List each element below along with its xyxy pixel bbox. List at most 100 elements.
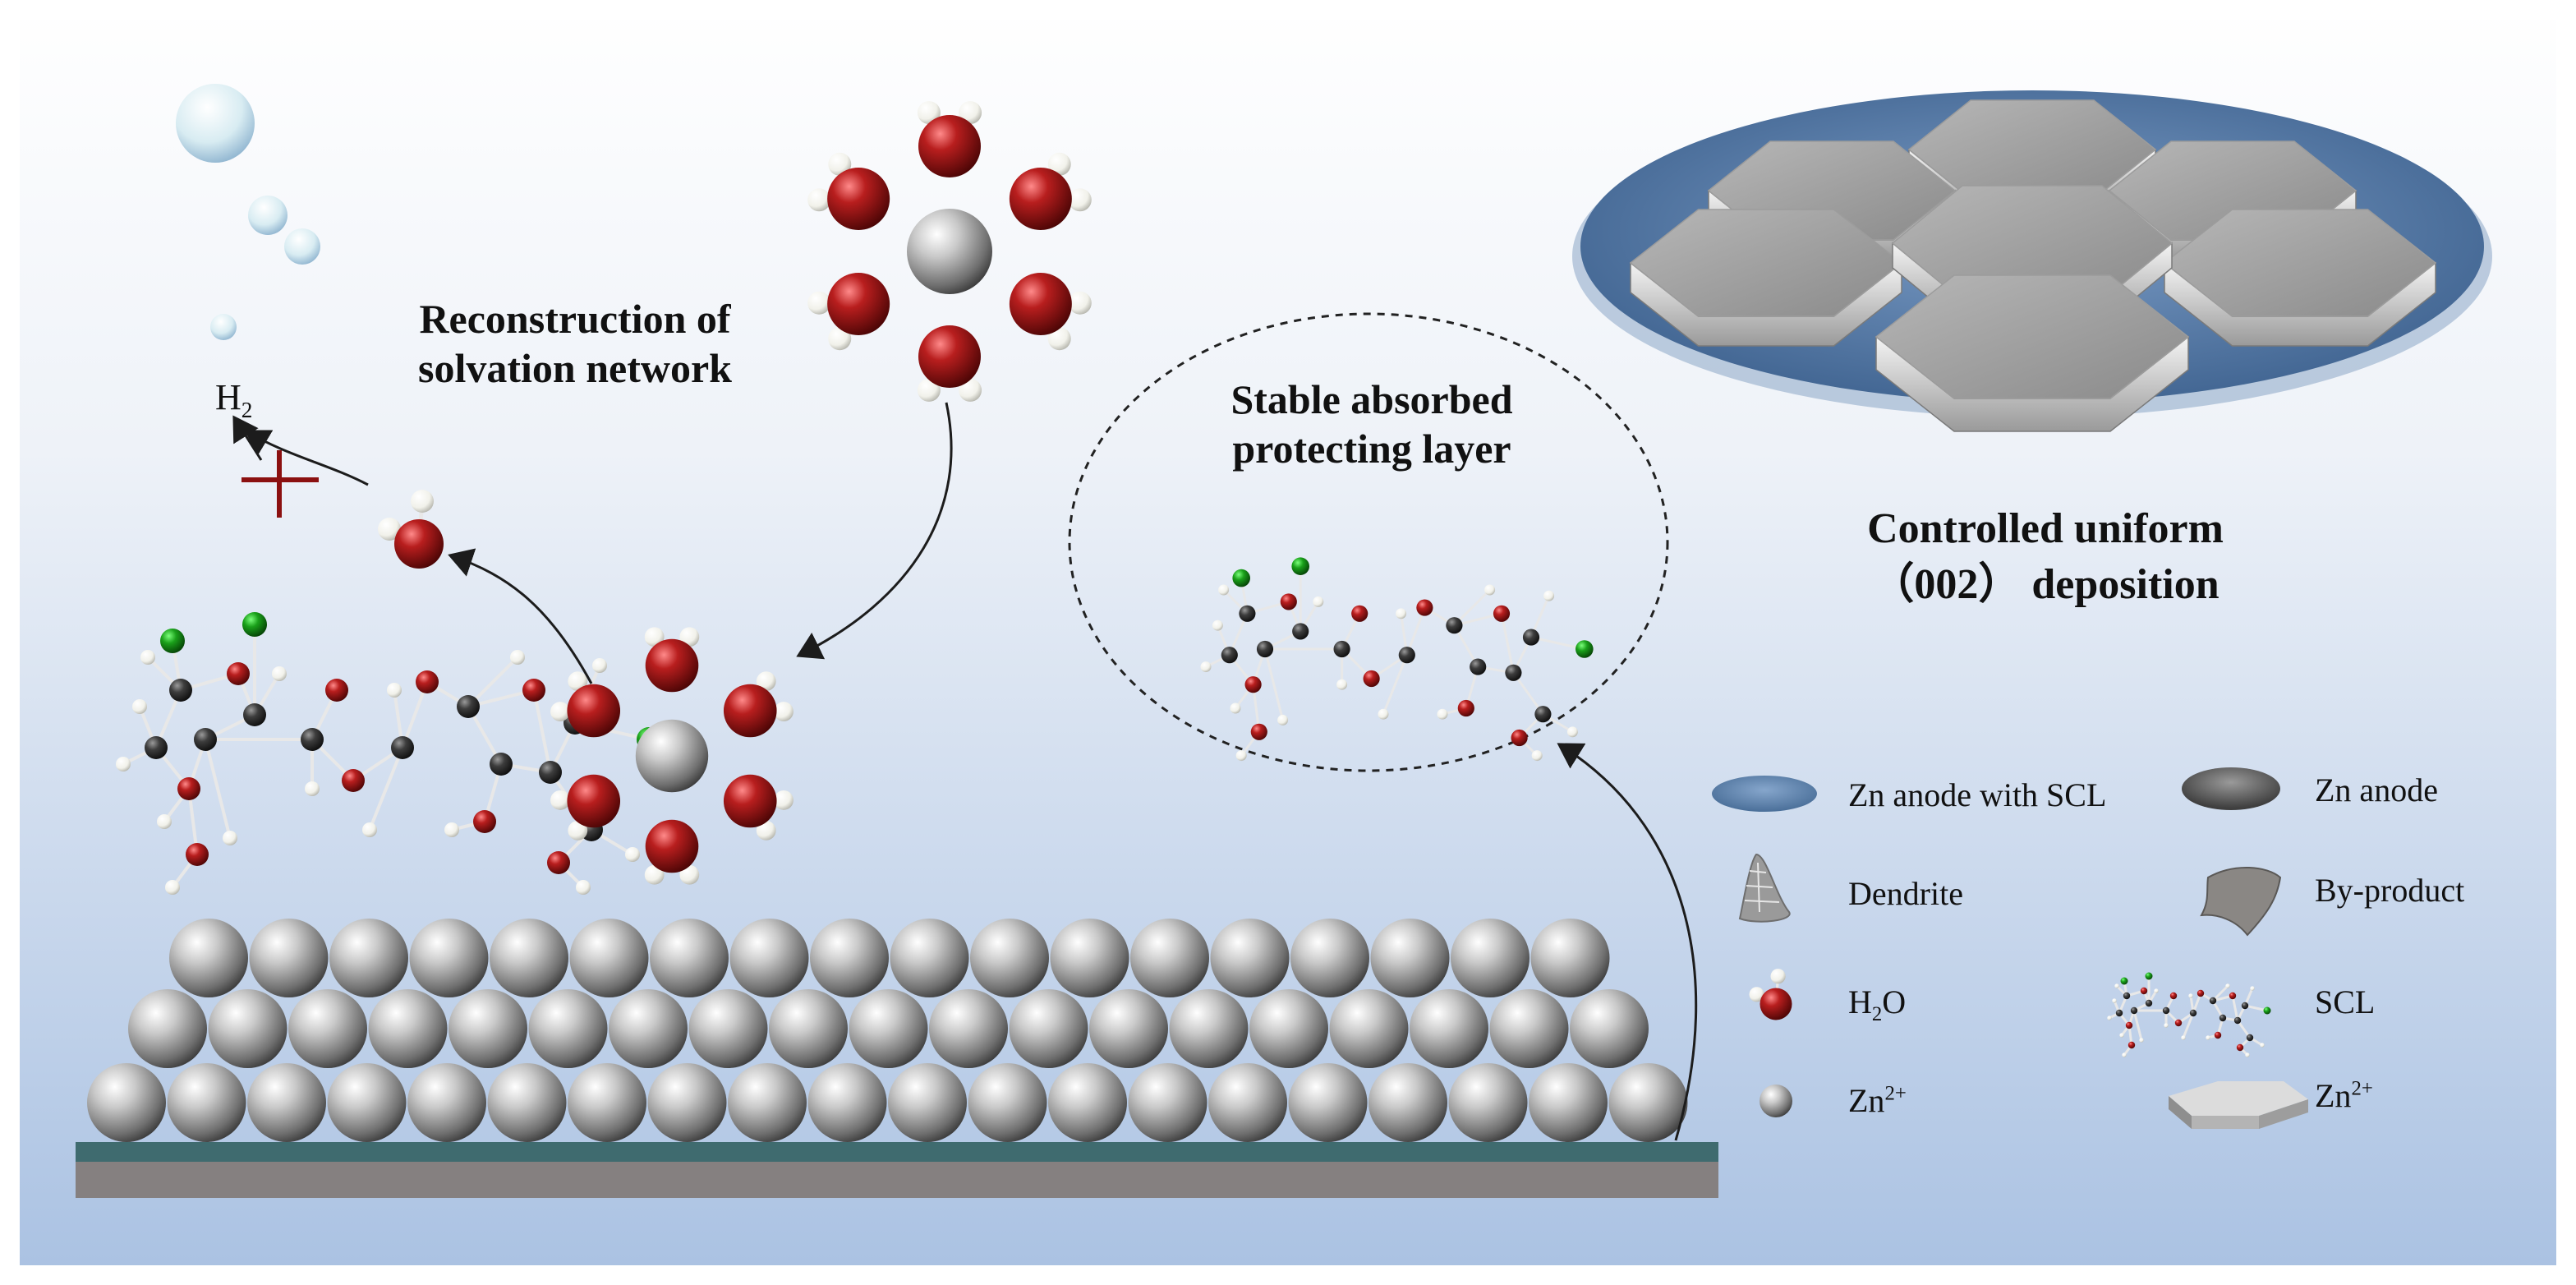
zn-atom-sphere bbox=[650, 919, 729, 997]
legend-zn-anode-scl-icon bbox=[1712, 776, 1817, 812]
zn-atom-sphere bbox=[807, 1063, 887, 1142]
chlorine-atom bbox=[242, 612, 267, 637]
carbon-atom bbox=[1522, 629, 1540, 646]
hydrogen-atom bbox=[644, 864, 665, 885]
hydrogen-atom bbox=[1277, 714, 1289, 725]
legend-zn-anode-scl-label: Zn anode with SCL bbox=[1848, 776, 2107, 813]
legend-zn-ion-sup: 2+ bbox=[1884, 1082, 1907, 1105]
zn-atom-sphere bbox=[1370, 919, 1450, 997]
oxygen-atom bbox=[2229, 992, 2237, 1000]
zn-atom-sphere bbox=[1448, 1063, 1528, 1142]
arrow-to-h2 bbox=[244, 430, 369, 486]
hydrogen-atom bbox=[157, 814, 172, 829]
label-h2: H2 bbox=[215, 376, 252, 423]
hydrogen-atom bbox=[2225, 983, 2230, 988]
oxygen-atom bbox=[394, 519, 444, 569]
hydrogen-atom bbox=[828, 327, 852, 351]
hydrogen-atom bbox=[1336, 679, 1348, 690]
free-water-molecule bbox=[378, 490, 444, 569]
carbon-atom bbox=[2233, 1016, 2242, 1025]
carbon-atom bbox=[490, 753, 513, 776]
hydrogen-atom bbox=[2260, 1043, 2265, 1048]
chlorine-atom bbox=[1291, 557, 1309, 575]
zn-atom-sphere bbox=[1050, 919, 1129, 997]
oxygen-atom bbox=[2196, 989, 2205, 997]
hydrogen-atom bbox=[774, 702, 794, 721]
zn-atom-sphere bbox=[647, 1063, 727, 1142]
legend-h2o-sub: 2 bbox=[1871, 1003, 1883, 1025]
hydrogen-atom bbox=[305, 781, 320, 796]
hydrogen-atom bbox=[1212, 619, 1223, 631]
hydrogen-atom bbox=[1566, 726, 1578, 738]
carbon-atom bbox=[1333, 640, 1350, 658]
bubble-small bbox=[210, 314, 237, 340]
bond bbox=[204, 739, 232, 839]
bond bbox=[2192, 993, 2202, 1014]
solvated-zn-cluster-middle bbox=[550, 627, 794, 885]
hydrogen-atom bbox=[2122, 1052, 2127, 1057]
zn-atom-sphere bbox=[1249, 989, 1328, 1068]
hydrogen-atom bbox=[1437, 708, 1448, 720]
zn-atom-sphere bbox=[569, 919, 649, 997]
zn-atom-sphere bbox=[688, 989, 768, 1068]
zn-atom-sphere bbox=[490, 919, 568, 997]
oxygen-atom bbox=[1416, 599, 1433, 616]
oxygen-atom bbox=[567, 774, 621, 828]
carbon-atom bbox=[2209, 997, 2217, 1005]
carbon-atom bbox=[1470, 658, 1487, 675]
carbon-atom bbox=[2115, 1009, 2123, 1017]
carbon-atom bbox=[457, 695, 480, 718]
h2-bubbles bbox=[176, 84, 320, 340]
oxygen-atom bbox=[1244, 676, 1262, 693]
oxygen-atom bbox=[1457, 699, 1474, 717]
hydrogen-atom bbox=[807, 188, 831, 212]
zn-atom-sphere bbox=[1368, 1063, 1447, 1142]
hydrogen-atom bbox=[1218, 584, 1230, 596]
zn-atom-sphere bbox=[888, 1063, 967, 1142]
oxygen-atom bbox=[2125, 1021, 2133, 1029]
oxygen-atom bbox=[1511, 729, 1528, 747]
hydrogen-atom bbox=[272, 666, 287, 681]
hydrogen-atom bbox=[2139, 1038, 2144, 1043]
oxygen-atom bbox=[2169, 992, 2178, 1000]
hydrogen-atom bbox=[1378, 708, 1389, 720]
scl-molecule-adsorbed bbox=[1200, 557, 1594, 762]
zn-atom-sphere bbox=[1489, 989, 1569, 1068]
legend-dendrite-icon bbox=[1738, 853, 1791, 923]
bond bbox=[1500, 613, 1515, 674]
bond bbox=[1512, 671, 1544, 716]
zn-atom-sphere bbox=[249, 919, 329, 997]
hydrogen-atom bbox=[510, 650, 525, 665]
carbon-atom bbox=[539, 761, 562, 784]
hydrogen-atom bbox=[2164, 1023, 2169, 1028]
label-reconstruction: Reconstruction of solvation network bbox=[361, 294, 789, 393]
hydrogen-atom bbox=[576, 880, 591, 895]
bond bbox=[2182, 1012, 2195, 1039]
chlorine-atom bbox=[160, 629, 185, 653]
zinc-ion bbox=[907, 209, 992, 294]
oxygen-atom bbox=[1009, 273, 1072, 335]
legend-zn-plate-main: Zn bbox=[2315, 1077, 2352, 1114]
oxygen-atom bbox=[1280, 593, 1297, 610]
label-h2-sub: 2 bbox=[241, 397, 253, 422]
zn-atom-sphere bbox=[1048, 1063, 1127, 1142]
substrate-gray-layer bbox=[76, 1162, 1718, 1198]
carbon-atom bbox=[1398, 647, 1415, 664]
zn-atom-sphere bbox=[849, 989, 928, 1068]
carbon-atom bbox=[169, 679, 192, 702]
hydrogen-atom bbox=[1313, 596, 1324, 607]
zn-atom-sphere bbox=[167, 1063, 246, 1142]
hydrogen-atom bbox=[223, 831, 237, 845]
arrow-cluster-to-water bbox=[448, 548, 593, 684]
carbon-atom bbox=[1239, 605, 1256, 622]
hydrogen-atom bbox=[774, 790, 794, 810]
zn-atom-sphere bbox=[968, 1063, 1047, 1142]
hydrogen-atom bbox=[1396, 608, 1407, 619]
scl-layer-highlight-ellipse bbox=[1068, 312, 1669, 772]
oxygen-atom bbox=[342, 769, 365, 792]
carbon-atom bbox=[1505, 664, 1522, 681]
zn-atom-sphere bbox=[448, 989, 527, 1068]
oxygen-atom bbox=[522, 679, 545, 702]
zn-atom-sphere bbox=[288, 989, 367, 1068]
solvated-zn-cluster-top bbox=[807, 101, 1092, 402]
